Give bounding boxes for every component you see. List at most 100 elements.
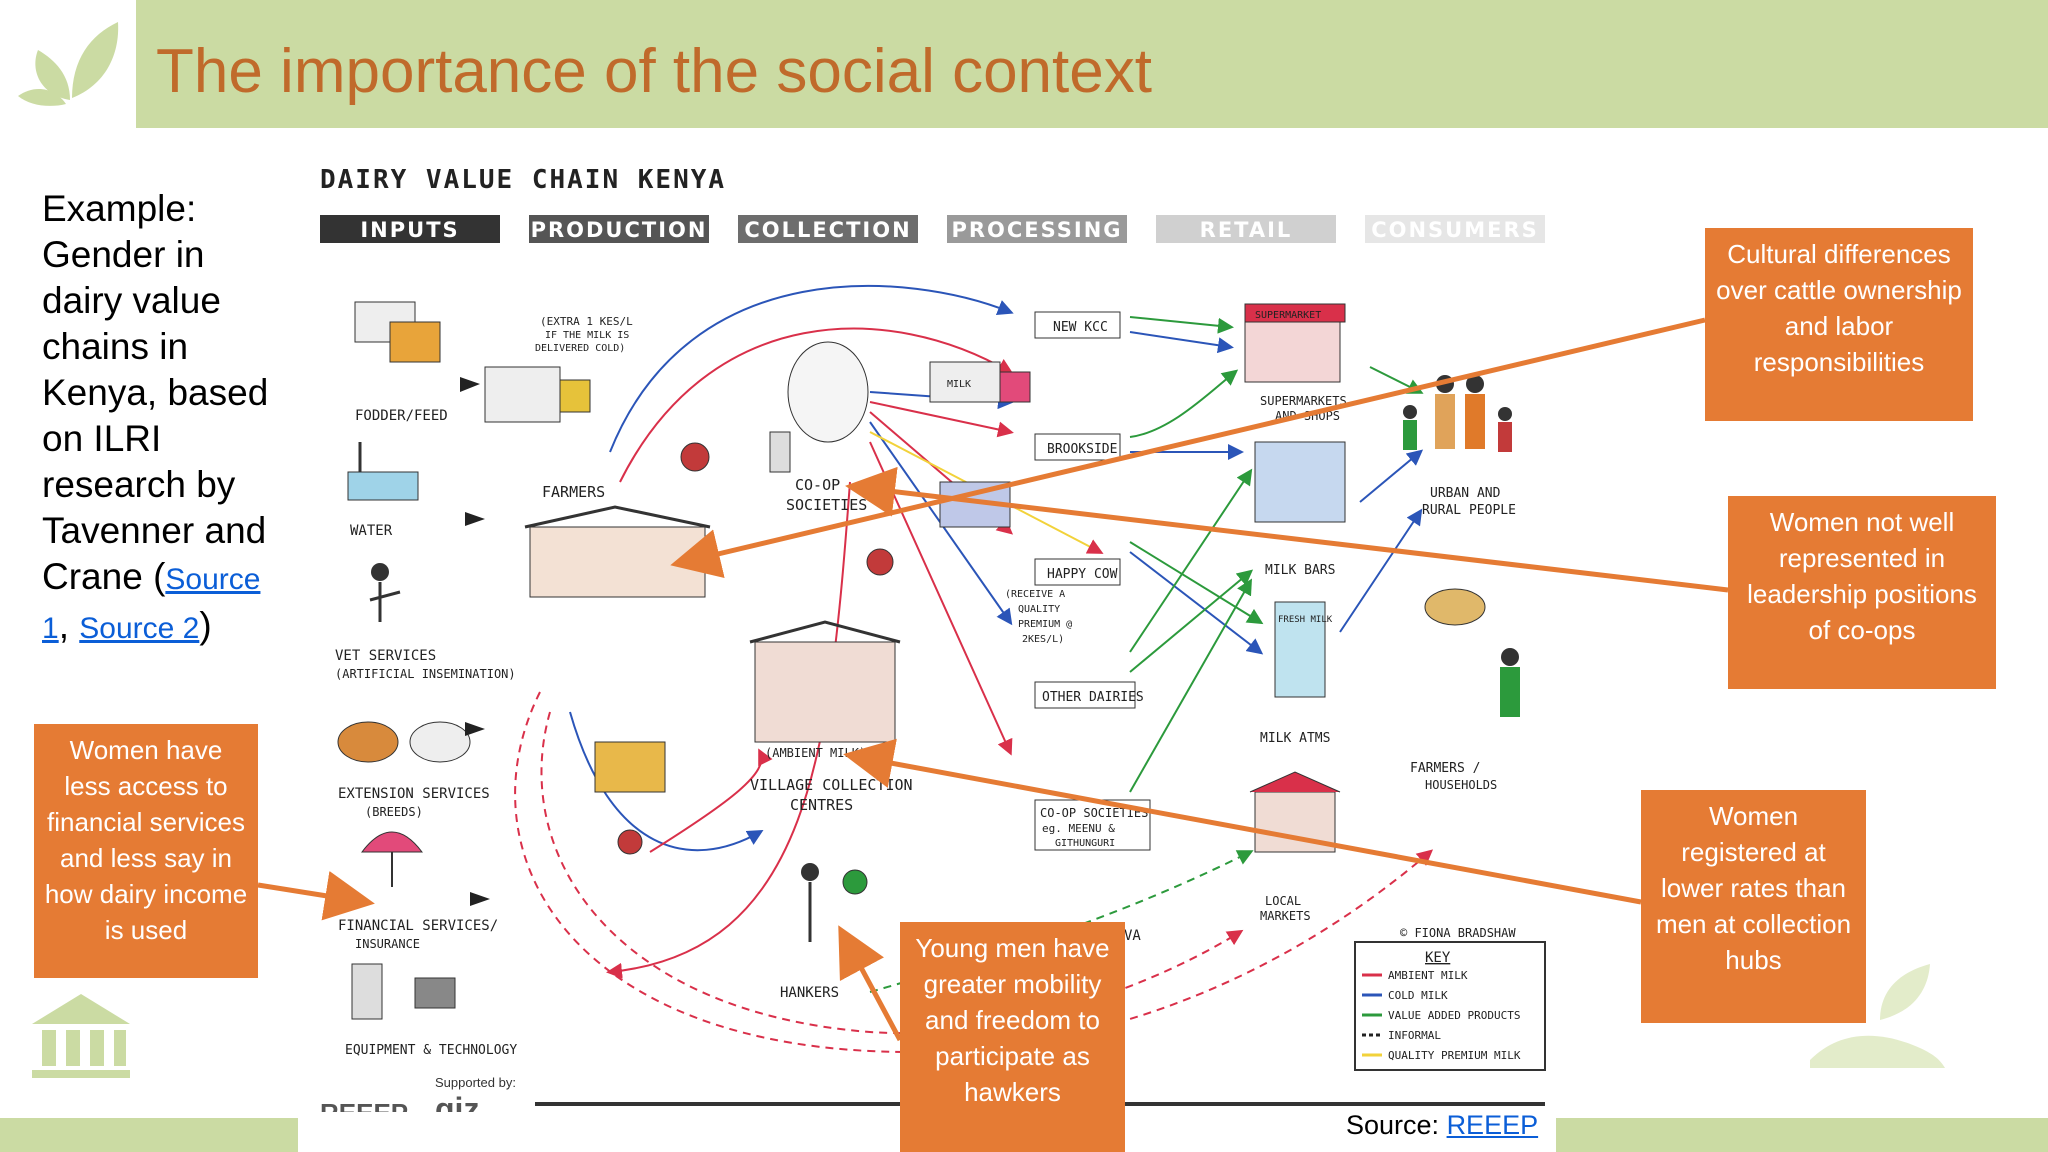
- partial-sign-va: VA: [1124, 928, 1141, 944]
- callout-young-men-hawkers: Young men have greater mobility and free…: [900, 922, 1125, 1152]
- arrow-icon: [460, 377, 480, 392]
- leaf-icon: [18, 22, 119, 106]
- key-quality: QUALITY PREMIUM MILK: [1388, 1049, 1521, 1062]
- collection-centre-icon: [749, 620, 901, 743]
- extra-note-1: (EXTRA 1 KES/L: [540, 315, 633, 328]
- input-financial-label: FINANCIAL SERVICES/: [338, 918, 498, 934]
- retail-column: SUPERMARKET SUPERMARKETS AND SHOPS MILK …: [1244, 303, 1347, 923]
- milk-bars-label: MILK BARS: [1265, 563, 1335, 578]
- coop-processor-1: CO-OP SOCIETIES: [1040, 806, 1148, 820]
- intro-paren-open: (: [153, 556, 166, 597]
- truck-icon: [594, 741, 666, 793]
- hankers-label: HANKERS: [780, 985, 839, 1001]
- processor-brookside: BROOKSIDE: [1047, 442, 1117, 457]
- stage-processing: PROCESSING: [951, 218, 1122, 242]
- processor-happy-cow: HAPPY COW: [1047, 567, 1118, 582]
- page-title: The importance of the social context: [156, 37, 1152, 106]
- supermarkets-label-1: SUPERMARKETS: [1260, 394, 1347, 408]
- water-icon: [347, 442, 419, 501]
- stage-collection: COLLECTION: [744, 218, 911, 242]
- arrow-icon: [465, 722, 485, 736]
- milk-tank-icon: [787, 341, 869, 443]
- diagram-title: DAIRY VALUE CHAIN KENYA: [320, 165, 726, 195]
- market-stall-icon: [1249, 771, 1341, 853]
- motorbike-icon: [680, 442, 710, 472]
- input-fodder-label: FODDER/FEED: [355, 408, 448, 424]
- source-1-link[interactable]: Source 1: [42, 563, 261, 645]
- local-markets-1: LOCAL: [1265, 894, 1301, 908]
- hawker-icon: [801, 863, 868, 942]
- equipment-icon: [351, 963, 456, 1020]
- stage-production: PRODUCTION: [531, 218, 708, 242]
- village-label-2: CENTRES: [790, 796, 853, 814]
- milk-truck-icon: [929, 361, 1001, 403]
- households-label-2: HOUSEHOLDS: [1425, 778, 1497, 792]
- diagram-svg: DAIRY VALUE CHAIN KENYA INPUTS PRODUCTIO…: [320, 165, 1546, 1128]
- key-informal: INFORMAL: [1388, 1029, 1441, 1042]
- vet-icon: [369, 563, 401, 622]
- processor-new-kcc: NEW KCC: [1053, 320, 1108, 335]
- header-bar: [0, 0, 2048, 128]
- stage-consumers: CONSUMERS: [1371, 218, 1539, 242]
- cow-icon: [1424, 588, 1486, 626]
- consumers-column: URBAN AND RURAL PEOPLE FARMERS / HOUSEHO…: [1403, 375, 1520, 792]
- processor-other-dairies: OTHER DAIRIES: [1042, 690, 1144, 705]
- key-ambient: AMBIENT MILK: [1388, 969, 1468, 982]
- premium-note-1: (RECEIVE A: [1005, 589, 1065, 600]
- dairy-value-chain-diagram: DAIRY VALUE CHAIN KENYA INPUTS PRODUCTIO…: [310, 152, 1556, 1128]
- callout-leadership: Women not well represented in leadership…: [1728, 496, 1996, 689]
- intro-text: Example: Gender in dairy value chains in…: [42, 188, 269, 597]
- supported-by-label: Supported by:: [435, 1075, 516, 1090]
- stage-inputs: INPUTS: [360, 218, 459, 242]
- footer-band-right: [1556, 1118, 2048, 1152]
- ambient-label: (AMBIENT MILK): [765, 746, 866, 760]
- input-extension-label: EXTENSION SERVICES: [338, 786, 490, 802]
- arrow-icon: [465, 512, 485, 526]
- premium-note-3: PREMIUM @: [1018, 619, 1072, 630]
- input-vet-label: VET SERVICES: [335, 648, 436, 664]
- households-label-1: FARMERS /: [1410, 761, 1480, 776]
- coop-label-1: CO-OP: [795, 476, 840, 494]
- callout-cultural-differences: Cultural differences over cattle ownersh…: [1705, 228, 1973, 421]
- motorbike-icon: [866, 548, 894, 576]
- fodder-icon: [354, 301, 441, 363]
- input-water-label: WATER: [350, 523, 393, 539]
- sign-happy-cow: [1034, 558, 1121, 586]
- family-icon: [1403, 375, 1512, 452]
- key-box: KEY AMBIENT MILK COLD MILK VALUE ADDED P…: [1354, 941, 1546, 1071]
- sign-other-dairies: [1034, 681, 1136, 709]
- stage-headers: INPUTS PRODUCTION COLLECTION PROCESSING …: [320, 215, 1545, 243]
- building-icon: [32, 994, 130, 1078]
- sign-brookside: [1034, 433, 1121, 461]
- atm-sign: FRESH MILK: [1278, 615, 1333, 625]
- extra-note-3: DELIVERED COLD): [535, 343, 625, 354]
- source-reeep-link[interactable]: REEEP: [1446, 1110, 1539, 1140]
- source-note: Source: REEEP: [1346, 1110, 1538, 1141]
- coop-processor-2: eg. MEENU &: [1042, 822, 1115, 835]
- local-markets-2: MARKETS: [1260, 909, 1311, 923]
- flow-lines: [514, 284, 1434, 1054]
- intro-paren-close: ): [199, 605, 212, 646]
- source-2-link[interactable]: Source 2: [79, 612, 200, 645]
- callout-financial-access: Women have less access to financial serv…: [34, 724, 258, 978]
- stage-retail: RETAIL: [1200, 218, 1293, 242]
- input-vet-sub: (ARTIFICIAL INSEMINATION): [335, 667, 516, 681]
- arrow-icon: [470, 892, 490, 906]
- milk-atm-icon: [1274, 601, 1326, 698]
- intro-comma: ,: [58, 605, 80, 646]
- intro-text-block: Example: Gender in dairy value chains in…: [42, 186, 292, 652]
- supermarket-sign: SUPERMARKET: [1255, 310, 1321, 321]
- source-prefix: Source:: [1346, 1110, 1447, 1140]
- collection-column: CO-OP SOCIETIES (AMBIENT MILK) VILLAGE C…: [749, 341, 913, 1001]
- credit-label: © FIONA BRADSHAW: [1400, 926, 1516, 940]
- input-equipment-label: EQUIPMENT & TECHNOLOGY: [345, 1043, 517, 1058]
- urban-label-1: URBAN AND: [1430, 486, 1501, 501]
- sign-new-kcc: [1034, 311, 1121, 339]
- extra-note-2: IF THE MILK IS: [545, 330, 629, 341]
- key-value-added: VALUE ADDED PRODUCTS: [1388, 1009, 1520, 1022]
- milk-atms-label: MILK ATMS: [1260, 731, 1330, 746]
- cattle-icon: [337, 721, 471, 763]
- premium-note-4: 2KES/L): [1022, 634, 1064, 645]
- leaf-logo: [0, 0, 136, 128]
